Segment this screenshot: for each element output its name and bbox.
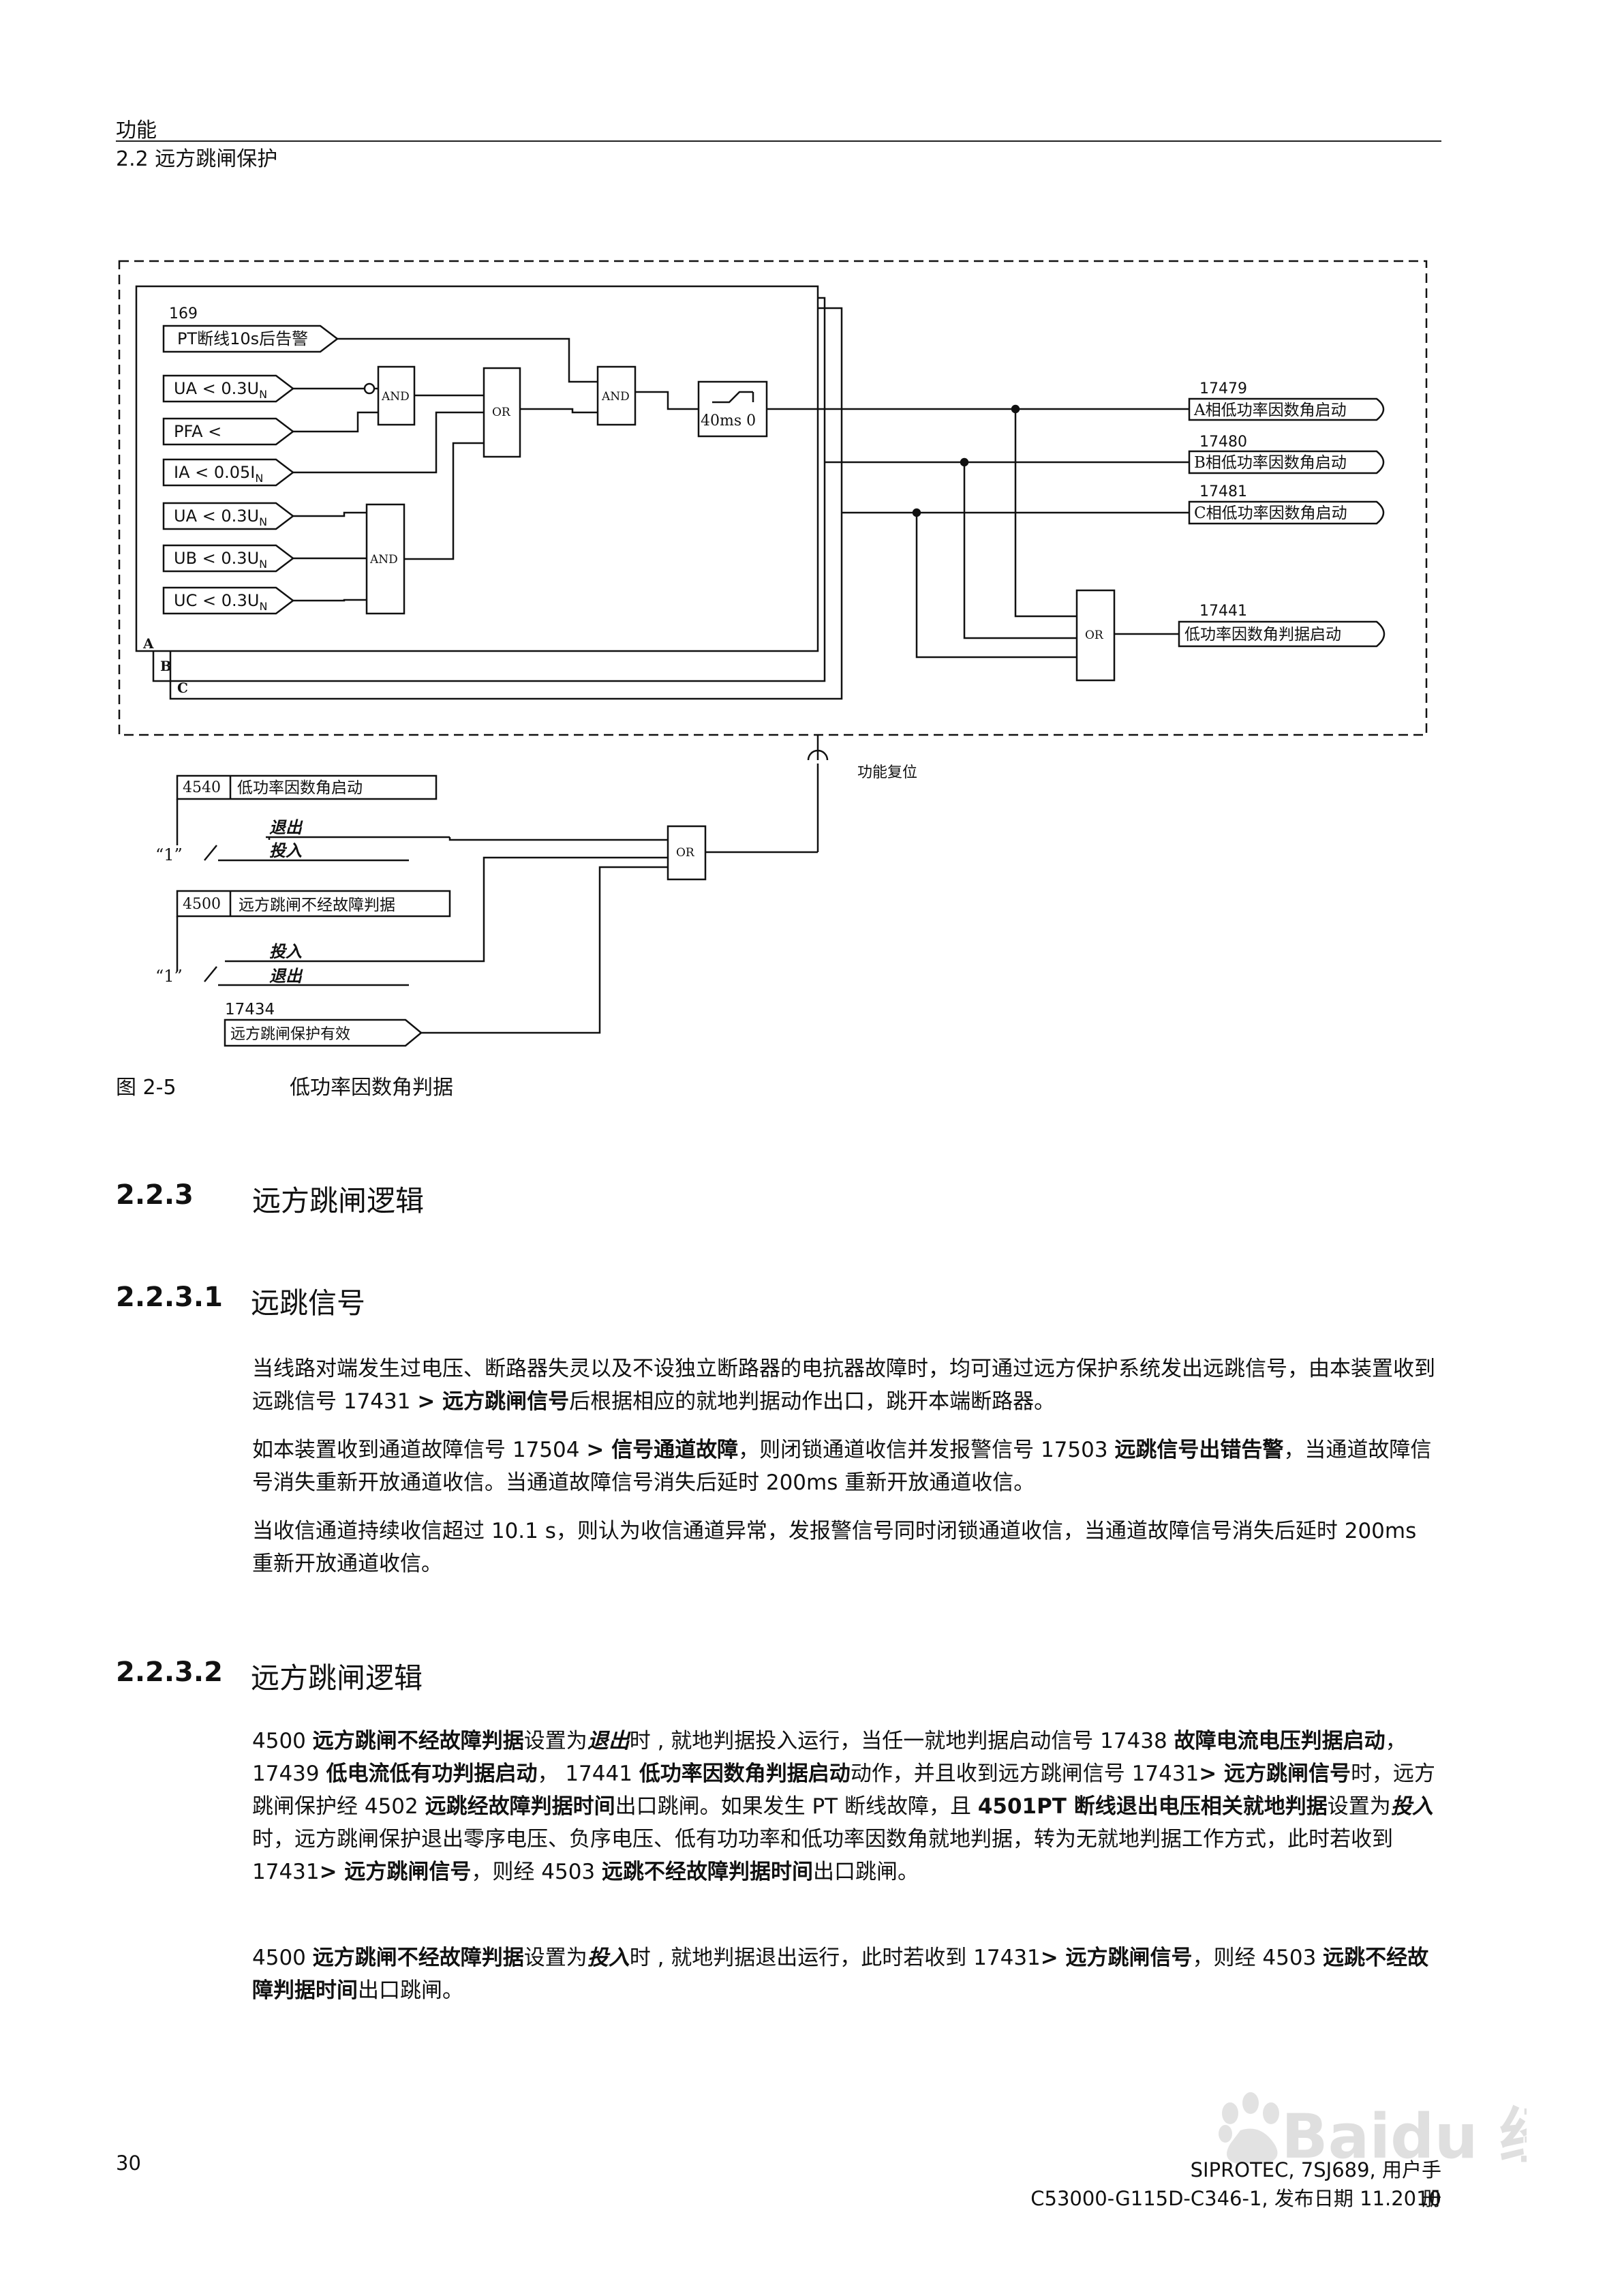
output-17480 bbox=[1188, 450, 1385, 474]
svg-text:17480: 17480 bbox=[1199, 434, 1247, 451]
output-17481 bbox=[1188, 500, 1385, 525]
input-ua2 bbox=[162, 502, 295, 530]
svg-text:IA < 0.05IN: IA < 0.05IN bbox=[174, 463, 263, 485]
input-ua1 bbox=[162, 374, 295, 403]
svg-text:投入: 投入 bbox=[269, 941, 302, 961]
header-subsection: 2.2 远方跳闸保护 bbox=[116, 147, 278, 171]
or1-label: OR bbox=[492, 406, 511, 419]
header-section: 功能 bbox=[116, 119, 157, 142]
logic-diagram: 169 PT断线10s后告警 UA < 0.3UN PFA < IA < 0.0… bbox=[118, 260, 1428, 1047]
svg-text:17434: 17434 bbox=[225, 1001, 275, 1018]
and2-label: AND bbox=[601, 390, 630, 404]
timer-label: 40ms 0 bbox=[701, 412, 756, 429]
footer-doc: C53000-G115D-C346-1, 发布日期 11.2010 bbox=[1030, 2187, 1441, 2210]
footer-product: SIPROTEC, 7SJ689, 用户手册 bbox=[1190, 2158, 1441, 2210]
output-17479 bbox=[1188, 397, 1385, 421]
or2-label: OR bbox=[1085, 629, 1104, 642]
paragraph-2: 如本装置收到通道故障信号 17504 > 信号通道故障，则闭锁通道收信并发报警信… bbox=[252, 1438, 1432, 1495]
svg-text:投入: 投入 bbox=[269, 841, 302, 860]
section-title-2231: 远跳信号 bbox=[251, 1286, 366, 1320]
svg-text:UA < 0.3UN: UA < 0.3UN bbox=[174, 379, 267, 401]
gate-and2 bbox=[596, 365, 637, 426]
svg-text:Baidu 经验: Baidu 经验 bbox=[1281, 2101, 1527, 2173]
and1-label: AND bbox=[381, 390, 410, 404]
svg-text:4540: 4540 bbox=[183, 779, 221, 796]
svg-text:B相低功率因数角启动: B相低功率因数角启动 bbox=[1194, 454, 1347, 472]
section-number-2232: 2.2.3.2 bbox=[116, 1657, 223, 1688]
section-number-2231: 2.2.3.1 bbox=[116, 1282, 223, 1313]
svg-text:C: C bbox=[177, 680, 188, 696]
svg-text:远方跳闸不经故障判据: 远方跳闸不经故障判据 bbox=[239, 896, 395, 914]
param-4500 bbox=[176, 890, 451, 918]
svg-text:PT断线10s后告警: PT断线10s后告警 bbox=[177, 329, 308, 348]
svg-text:4500: 4500 bbox=[183, 896, 221, 913]
svg-text:17479: 17479 bbox=[1199, 380, 1247, 397]
svg-text:“1”: “1” bbox=[155, 845, 183, 864]
and3-label: AND bbox=[369, 553, 398, 567]
svg-text:PFA <: PFA < bbox=[174, 422, 221, 441]
paragraph-3: 当收信通道持续收信超过 10.1 s，则认为收信通道异常，发报警信号同时闭锁通道… bbox=[252, 1519, 1417, 1576]
section-title-223: 远方跳闸逻辑 bbox=[252, 1184, 425, 1218]
svg-text:UB < 0.3UN: UB < 0.3UN bbox=[174, 549, 267, 571]
input-ia bbox=[162, 458, 295, 487]
svg-text:“1”: “1” bbox=[155, 967, 183, 986]
signal-17434 bbox=[224, 1018, 423, 1047]
svg-text:低功率因数角判据启动: 低功率因数角判据启动 bbox=[1184, 626, 1341, 644]
svg-text:退出: 退出 bbox=[269, 817, 303, 837]
paragraph-1: 当线路对端发生过电压、断路器失灵以及不设独立断路器的电抗器故障时，均可通过远方保… bbox=[252, 1357, 1435, 1414]
output-17441 bbox=[1178, 620, 1386, 648]
page-number: 30 bbox=[116, 2151, 141, 2175]
dashed-frame bbox=[118, 260, 1428, 736]
svg-text:C相低功率因数角启动: C相低功率因数角启动 bbox=[1194, 504, 1347, 522]
input-ub bbox=[162, 544, 295, 573]
label-169: 169 bbox=[169, 305, 198, 322]
svg-text:UA < 0.3UN: UA < 0.3UN bbox=[174, 507, 267, 528]
paragraph-4: 4500 远方跳闸不经故障判据设置为退出时 , 就地判据投入运行，当任一就地判据… bbox=[252, 1729, 1436, 1884]
svg-text:低功率因数角启动: 低功率因数角启动 bbox=[237, 779, 363, 797]
input-pfa bbox=[162, 417, 295, 446]
svg-text:17441: 17441 bbox=[1199, 603, 1247, 620]
reset-label: 功能复位 bbox=[857, 764, 917, 781]
gate-or2 bbox=[1075, 589, 1116, 682]
gate-or3 bbox=[667, 825, 707, 881]
or3-label: OR bbox=[676, 846, 695, 860]
input-uc bbox=[162, 586, 295, 615]
figure-title: 低功率因数角判据 bbox=[290, 1076, 453, 1100]
svg-text:17481: 17481 bbox=[1199, 483, 1247, 500]
input-pt-alarm bbox=[162, 324, 339, 353]
baidu-watermark-logo: Baidu 经验 bbox=[1219, 2092, 1527, 2173]
paragraph-5: 4500 远方跳闸不经故障判据设置为投入时 , 就地判据退出运行，此时若收到 1… bbox=[252, 1946, 1429, 2003]
figure-number: 图 2-5 bbox=[116, 1076, 177, 1100]
svg-text:B: B bbox=[160, 658, 172, 674]
svg-text:退出: 退出 bbox=[269, 966, 303, 986]
svg-text:远方跳闸保护有效: 远方跳闸保护有效 bbox=[230, 1026, 350, 1043]
svg-text:A相低功率因数角启动: A相低功率因数角启动 bbox=[1193, 402, 1347, 419]
section-number-223: 2.2.3 bbox=[116, 1179, 194, 1211]
svg-text:A: A bbox=[142, 635, 154, 652]
frame-a bbox=[135, 285, 819, 652]
param-4540 bbox=[176, 774, 438, 800]
svg-text:UC < 0.3UN: UC < 0.3UN bbox=[174, 591, 267, 613]
header-rule bbox=[116, 140, 1441, 142]
section-title-2232: 远方跳闸逻辑 bbox=[251, 1661, 423, 1695]
